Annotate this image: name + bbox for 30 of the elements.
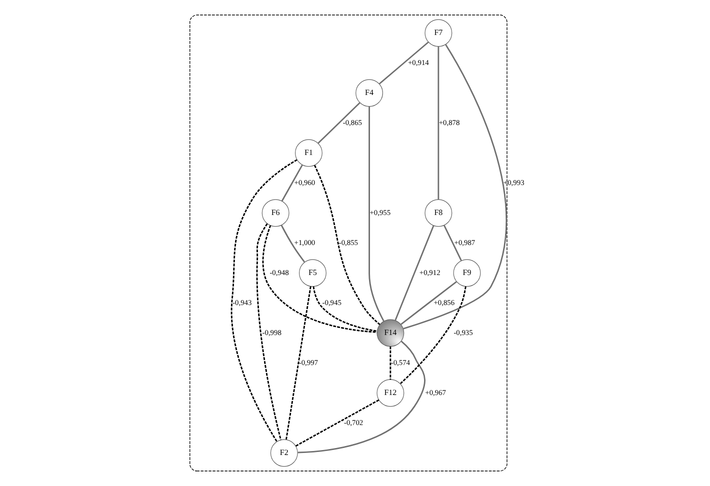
connector [394,225,434,321]
node-circle: F2 [270,439,298,467]
connector [262,225,377,333]
connector [403,44,507,330]
connector [390,346,392,380]
connector [378,42,429,84]
connector [281,164,303,202]
connector [368,106,384,322]
node-circle: F14 [376,319,404,347]
connector [443,224,462,261]
node-circle: F9 [453,259,481,287]
connector [230,159,298,442]
node-circle: F1 [295,139,322,167]
node-circle: F4 [356,79,383,107]
node-circle: F7 [424,19,452,47]
connector [400,281,457,325]
connector [312,286,378,332]
connector [298,340,426,454]
connector [314,165,380,326]
node-circle: F12 [376,379,404,407]
connector [256,223,282,440]
node-circle: F6 [262,199,290,227]
connector [438,46,440,200]
node-circle: F5 [299,259,326,287]
connector [280,224,306,262]
connector [318,102,360,144]
connector [400,286,466,384]
connector [295,399,380,447]
connector [285,286,312,440]
node-circle: F8 [424,199,452,227]
